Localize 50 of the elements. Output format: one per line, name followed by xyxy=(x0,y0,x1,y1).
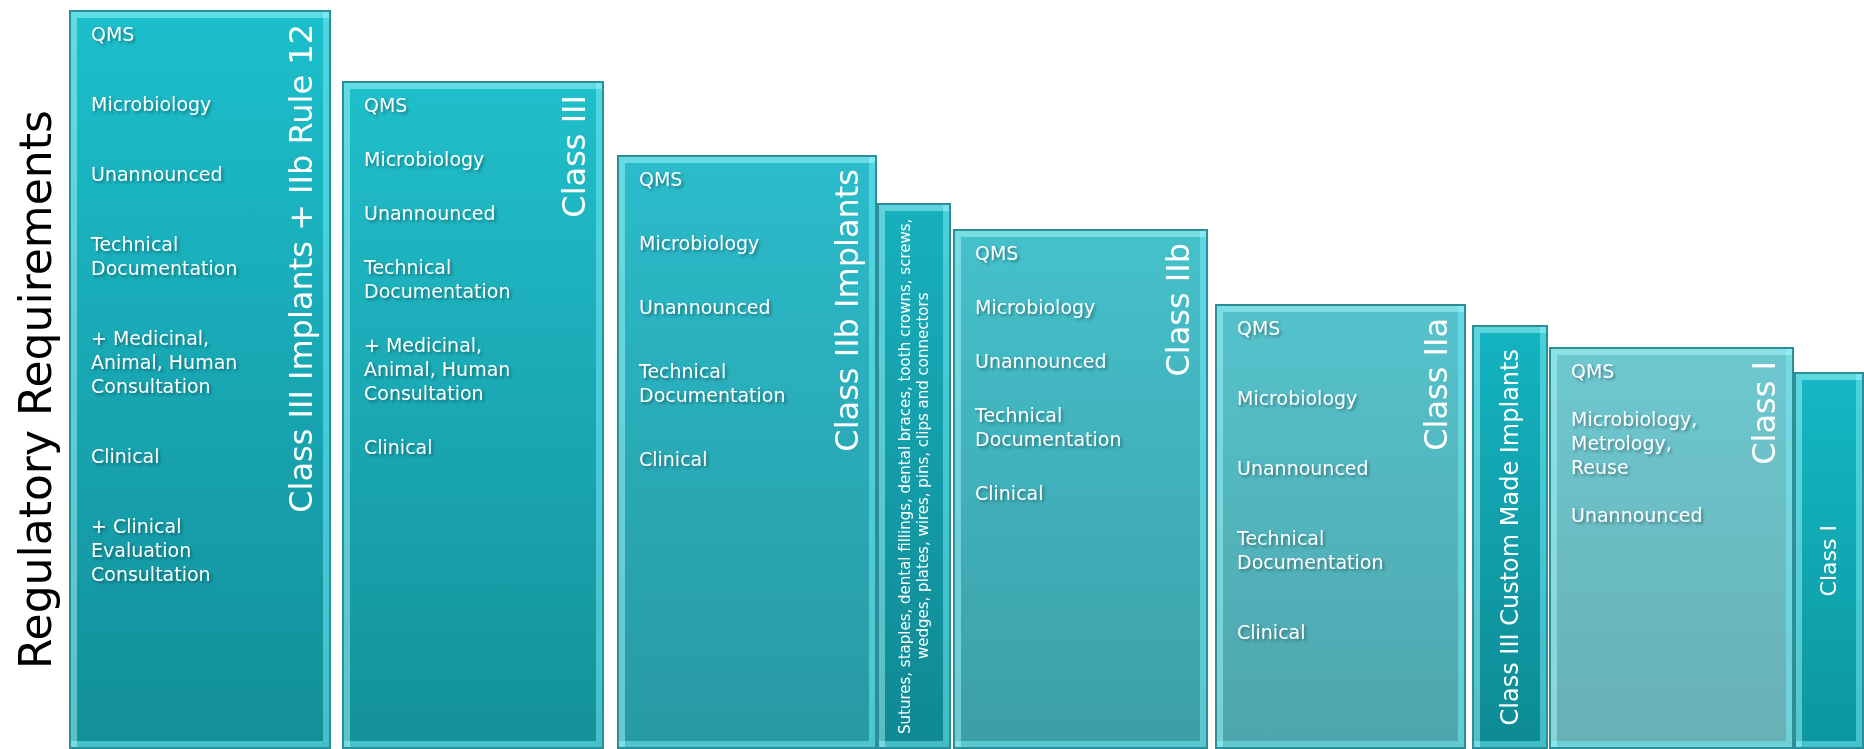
requirement-label: Clinical xyxy=(975,481,1044,505)
axis-title: Regulatory Requirements xyxy=(9,109,62,672)
class-title: Class III xyxy=(558,95,590,218)
requirement-label: Microbiology xyxy=(1237,386,1358,410)
class-title: Class IIb xyxy=(1162,243,1194,377)
requirement-label: Microbiology xyxy=(364,147,485,171)
category-bar xyxy=(1472,325,1548,749)
requirement-label: Technical Documentation xyxy=(639,359,787,407)
requirement-label: QMS xyxy=(975,241,1019,265)
requirement-label: QMS xyxy=(1571,359,1615,383)
requirement-label: Microbiology xyxy=(639,231,760,255)
requirement-label: Unannounced xyxy=(364,201,496,225)
class-column xyxy=(617,155,877,749)
bar-label: Class III Custom Made Implants xyxy=(1495,348,1525,726)
requirement-label: Microbiology xyxy=(91,92,212,116)
requirement-label: QMS xyxy=(639,167,683,191)
requirement-label: + Medicinal, Animal, Human Consultation xyxy=(91,326,239,398)
requirement-label: Microbiology xyxy=(975,295,1096,319)
requirement-label: Clinical xyxy=(639,447,708,471)
bar-label: Sutures, staples, dental fillings, dental braces, tooth crowns, screws, wedges, plates, wires, pins, clips and connectors xyxy=(896,217,932,736)
requirement-label: QMS xyxy=(364,93,408,117)
class-title: Class IIb Implants xyxy=(831,169,863,452)
requirement-label: QMS xyxy=(91,22,135,46)
requirement-label: Unannounced xyxy=(1237,456,1369,480)
class-title: Class III Implants + IIb Rule 12 xyxy=(285,24,317,513)
requirement-label: Technical Documentation xyxy=(91,232,239,280)
class-column xyxy=(1215,304,1466,749)
requirement-label: Clinical xyxy=(364,435,433,459)
requirement-label: QMS xyxy=(1237,316,1281,340)
requirement-label: Technical Documentation xyxy=(1237,526,1385,574)
class-column xyxy=(342,81,604,749)
requirement-label: Unannounced xyxy=(1571,503,1703,527)
class-column xyxy=(69,10,331,749)
requirement-label: + Medicinal, Animal, Human Consultation xyxy=(364,333,512,405)
requirement-label: Clinical xyxy=(1237,620,1306,644)
class-column xyxy=(953,229,1208,749)
category-bar xyxy=(1794,372,1864,749)
class-column xyxy=(1549,347,1794,749)
category-bar xyxy=(877,203,951,749)
requirement-label: Microbiology, Metrology, Reuse xyxy=(1571,407,1699,479)
class-title: Class I xyxy=(1748,361,1780,465)
requirement-label: + Clinical Evaluation Consultation xyxy=(91,514,212,586)
requirement-label: Unannounced xyxy=(975,349,1107,373)
class-title: Class IIa xyxy=(1420,318,1452,451)
requirement-label: Unannounced xyxy=(91,162,223,186)
requirement-label: Unannounced xyxy=(639,295,771,319)
bar-label: Class I xyxy=(1815,524,1842,597)
requirement-label: Technical Documentation xyxy=(364,255,512,303)
requirement-label: Clinical xyxy=(91,444,160,468)
requirement-label: Technical Documentation xyxy=(975,403,1123,451)
